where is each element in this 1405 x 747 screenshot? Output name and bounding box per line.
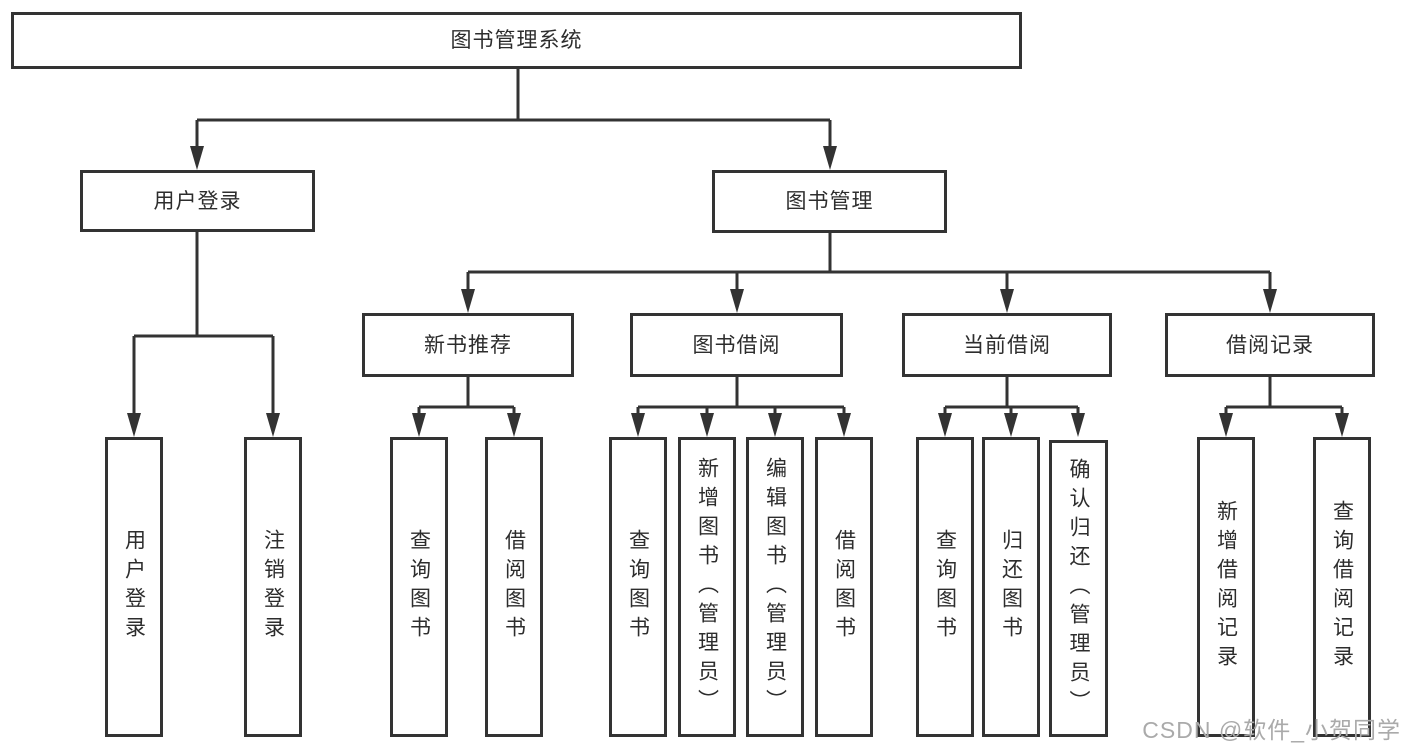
- node-user-login-label: 用户登录: [153, 189, 242, 213]
- arrow-down-icon: [190, 146, 204, 170]
- leaf-query-books-1-label: 查询图书: [407, 529, 431, 645]
- node-new-book-recommend-label: 新书推荐: [424, 333, 512, 357]
- connector-root-to-level2: [190, 69, 837, 170]
- leaf-edit-books-admin: 编辑图书（管理员）: [746, 437, 804, 737]
- arrow-down-icon: [1000, 289, 1014, 313]
- leaf-add-borrow-record-label: 新增借阅记录: [1214, 500, 1238, 674]
- leaf-return-books-label: 归还图书: [999, 529, 1023, 645]
- leaf-add-borrow-record: 新增借阅记录: [1197, 437, 1255, 737]
- leaf-query-books-3-label: 查询图书: [933, 529, 957, 645]
- arrow-down-icon: [631, 413, 645, 437]
- leaf-query-books-2-label: 查询图书: [626, 529, 650, 645]
- arrow-down-icon: [127, 413, 141, 437]
- arrow-down-icon: [461, 289, 475, 313]
- leaf-query-books-1: 查询图书: [390, 437, 448, 737]
- node-new-book-recommend: 新书推荐: [362, 313, 574, 377]
- arrow-down-icon: [1263, 289, 1277, 313]
- node-borrowing-records: 借阅记录: [1165, 313, 1375, 377]
- arrow-down-icon: [266, 413, 280, 437]
- arrow-down-icon: [1004, 413, 1018, 437]
- leaf-borrow-books-2: 借阅图书: [815, 437, 873, 737]
- arrow-down-icon: [730, 289, 744, 313]
- leaf-add-books-admin-label: 新增图书（管理员）: [695, 456, 719, 718]
- connector-current-borrowing-to-leaves: [938, 377, 1085, 437]
- leaf-confirm-return-admin: 确认归还（管理员）: [1049, 440, 1108, 737]
- connector-borrowing-records-to-leaves: [1219, 377, 1349, 437]
- leaf-query-books-3: 查询图书: [916, 437, 974, 737]
- arrow-down-icon: [1071, 413, 1085, 437]
- node-book-management: 图书管理: [712, 170, 947, 233]
- arrow-down-icon: [837, 413, 851, 437]
- connector-book-management-to-level3: [461, 233, 1277, 313]
- arrow-down-icon: [700, 413, 714, 437]
- node-book-borrowing-label: 图书借阅: [692, 333, 781, 357]
- leaf-logout-label: 注销登录: [261, 529, 285, 645]
- connector-book-borrowing-to-leaves: [631, 377, 851, 437]
- leaf-query-borrow-record: 查询借阅记录: [1313, 437, 1371, 737]
- leaf-user-login: 用户登录: [105, 437, 163, 737]
- leaf-borrow-books-1-label: 借阅图书: [502, 529, 526, 645]
- node-borrowing-records-label: 借阅记录: [1226, 333, 1314, 357]
- arrow-down-icon: [768, 413, 782, 437]
- leaf-confirm-return-admin-label: 确认归还（管理员）: [1067, 458, 1090, 719]
- connector-user-login-to-leaves: [127, 232, 280, 437]
- node-root-label: 图书管理系统: [450, 29, 583, 52]
- arrow-down-icon: [823, 146, 837, 170]
- leaf-edit-books-admin-label: 编辑图书（管理员）: [763, 456, 787, 718]
- leaf-return-books: 归还图书: [982, 437, 1040, 737]
- node-root: 图书管理系统: [11, 12, 1022, 69]
- leaf-query-borrow-record-label: 查询借阅记录: [1330, 500, 1354, 674]
- arrow-down-icon: [507, 413, 521, 437]
- arrow-down-icon: [1219, 413, 1233, 437]
- connector-new-book-recommend-to-leaves: [412, 377, 521, 437]
- node-current-borrowing: 当前借阅: [902, 313, 1112, 377]
- arrow-down-icon: [1335, 413, 1349, 437]
- leaf-borrow-books-2-label: 借阅图书: [832, 529, 856, 645]
- leaf-borrow-books-1: 借阅图书: [485, 437, 543, 737]
- watermark: CSDN @软件_小贺同学: [1142, 717, 1401, 743]
- node-user-login: 用户登录: [80, 170, 315, 232]
- node-book-management-label: 图书管理: [785, 190, 874, 213]
- leaf-query-books-2: 查询图书: [609, 437, 667, 737]
- node-current-borrowing-label: 当前借阅: [963, 333, 1051, 357]
- node-book-borrowing: 图书借阅: [630, 313, 843, 377]
- leaf-user-login-label: 用户登录: [122, 529, 146, 645]
- arrow-down-icon: [938, 413, 952, 437]
- leaf-logout: 注销登录: [244, 437, 302, 737]
- leaf-add-books-admin: 新增图书（管理员）: [678, 437, 736, 737]
- arrow-down-icon: [412, 413, 426, 437]
